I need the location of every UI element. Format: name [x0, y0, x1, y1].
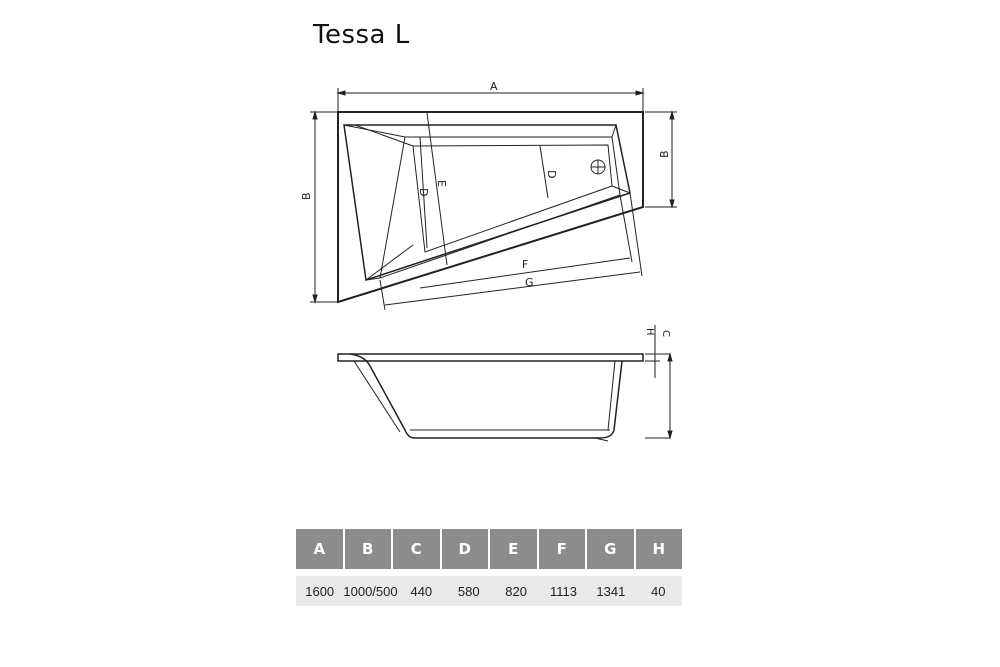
svg-text:E: E	[435, 180, 448, 187]
svg-text:B: B	[658, 150, 671, 158]
value-g: 1341	[596, 583, 626, 599]
value-c: 440	[410, 583, 433, 599]
side-view: C H	[337, 325, 673, 442]
header-f: F	[538, 529, 587, 569]
header-h: H	[635, 529, 682, 569]
header-e: E	[490, 529, 539, 569]
svg-text:F: F	[522, 258, 528, 271]
value-e: 820	[505, 583, 527, 599]
value-a: 1600	[305, 583, 335, 599]
dimensions-table-header: A B C D E F G H	[296, 529, 682, 569]
top-view: A B B D E D	[300, 80, 677, 311]
header-b: B	[344, 529, 393, 569]
svg-text:D: D	[545, 170, 558, 178]
value-h: 40	[651, 583, 666, 599]
header-g: G	[587, 529, 636, 569]
dim-label-a: A	[490, 80, 498, 93]
dimensions-table-values: 1600 1000/500 440 580 820 1113 1341 40	[296, 576, 682, 606]
value-f: 1113	[549, 583, 577, 599]
svg-text:G: G	[525, 276, 534, 289]
svg-text:C: C	[660, 330, 671, 337]
svg-text:D: D	[417, 188, 430, 196]
header-c: C	[393, 529, 442, 569]
value-b: 1000/500	[343, 583, 398, 599]
value-d: 580	[457, 583, 480, 599]
svg-text:H: H	[644, 328, 655, 336]
header-a: A	[296, 529, 345, 569]
product-title: Tessa L	[313, 20, 410, 50]
header-d: D	[441, 529, 490, 569]
svg-text:B: B	[300, 192, 313, 200]
